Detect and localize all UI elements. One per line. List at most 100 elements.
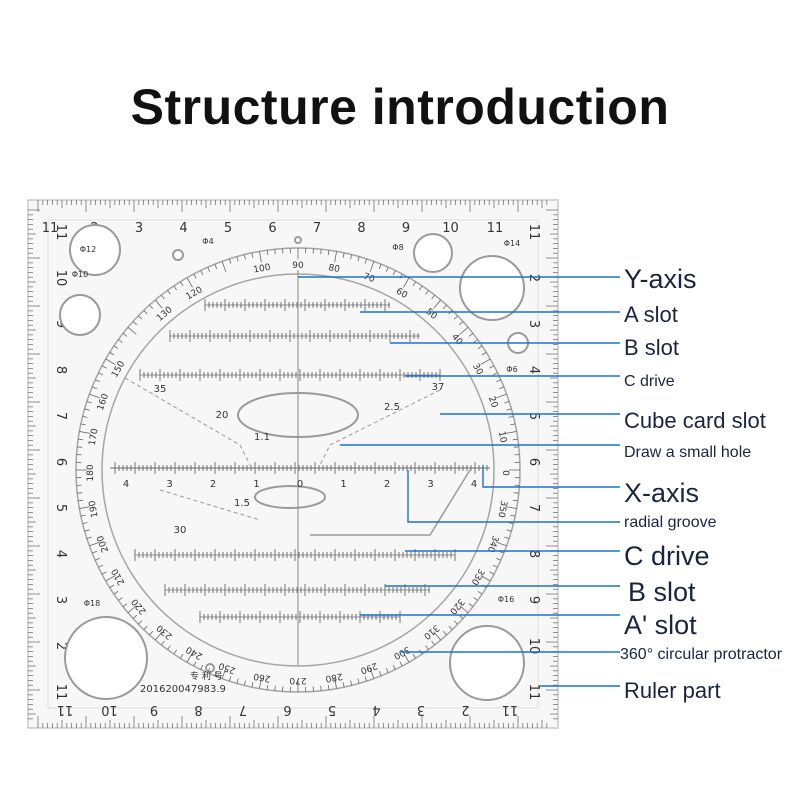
center-scale-number: 1 [340, 479, 346, 490]
hole-bottom-left-small [205, 663, 215, 673]
callout-radial-groove: radial groove [624, 514, 717, 531]
ruler-bottom-number: 10 [101, 702, 118, 717]
ruler-left-number: 3 [53, 596, 68, 604]
cube-card-slot-shape [237, 392, 359, 438]
hole-top-left-small [172, 249, 184, 261]
hole-top-right-medium [413, 233, 453, 273]
ruler-left-number: 9 [53, 320, 68, 328]
inner-mark-label: 1.1 [254, 432, 270, 443]
ruler-left-number: 11 [53, 224, 68, 241]
hole-size-label: Φ6 [506, 365, 517, 374]
ruler-left-number: 8 [53, 366, 68, 374]
protractor-number: 10 [496, 431, 508, 444]
protractor-number: 0 [500, 470, 510, 476]
hole-left-medium [59, 294, 101, 336]
hole-size-label: Φ8 [392, 243, 403, 252]
leader-radial-groove [407, 470, 620, 523]
center-scale-number: 0 [297, 479, 303, 490]
center-scale-number: 4 [471, 479, 477, 490]
hole-size-label: Φ4 [202, 237, 213, 246]
ruler-right-number: 7 [526, 504, 541, 512]
hole-bottom-left-large [64, 616, 148, 700]
hole-size-label: Φ10 [72, 270, 88, 279]
callout-b-slot-lower: B slot [628, 577, 696, 607]
protractor-number: 280 [324, 670, 343, 683]
protractor-number: 190 [88, 499, 101, 518]
ruler-plate-inner [47, 219, 539, 709]
ruler-bottom-number: 11 [502, 702, 519, 717]
ruler-top-number: 9 [402, 221, 410, 236]
inner-mark-label: 35 [154, 384, 167, 395]
slot-ticks [114, 299, 488, 623]
ruler-right-number: 5 [526, 412, 541, 420]
ruler-edge-ticks [28, 200, 558, 728]
center-scale-number: 3 [427, 479, 433, 490]
ruler-left-number: 10 [53, 270, 68, 287]
center-scale-number: 3 [166, 479, 172, 490]
protractor-number: 70 [362, 272, 376, 285]
callout-c-drive: C drive [624, 373, 675, 390]
ruler-top-number: 4 [179, 221, 187, 236]
callout-a-slot: A slot [624, 302, 678, 327]
radial-guide-right [319, 389, 441, 466]
ruler-right-number: 11 [526, 224, 541, 241]
ruler-top-number: 5 [224, 221, 232, 236]
inner-marks: 35 2 0 1.1 2.5 37 1.5 30 [154, 382, 445, 536]
ruler-bottom-number: 7 [239, 702, 247, 717]
small-hole-ellipse [254, 485, 326, 509]
ruler-bottom-number: 5 [328, 702, 336, 717]
inner-mark-label: 1.5 [234, 498, 250, 509]
ruler-bottom-number: 4 [372, 702, 380, 717]
hole-top-left-large [69, 224, 121, 276]
radial-guide-left [124, 377, 251, 466]
hole-bottom-right-large [449, 625, 525, 701]
radial-groove-shape [310, 469, 471, 536]
callout-a-prime-slot: A' slot [624, 610, 697, 640]
leader-x-axis [482, 465, 620, 488]
ruler-right-number: 4 [526, 366, 541, 374]
protractor-number: 350 [495, 500, 508, 519]
callout-y-axis: Y-axis [624, 264, 697, 294]
hole-size-label: Φ16 [498, 595, 514, 604]
ruler-edge-numbers: 1123456789101111109876543211111098765432… [42, 221, 541, 717]
ruler-bottom-number: 9 [150, 702, 158, 717]
patent-label: 专 利 号 [190, 670, 223, 682]
ruler-right-number: 3 [526, 320, 541, 328]
callout-cube-card-slot: Cube card slot [624, 408, 766, 433]
hole-size-label: Φ12 [80, 245, 96, 254]
inner-mark-label: 37 [432, 382, 445, 393]
protractor-number: 270 [289, 675, 306, 685]
inner-mark-label: 30 [174, 525, 187, 536]
ruler-left-number: 7 [53, 412, 68, 420]
hole-size-label: Φ18 [84, 599, 100, 608]
inner-mark-label: 2.5 [384, 402, 400, 413]
center-scale-number: 2 [384, 479, 390, 490]
protractor-number: 80 [327, 263, 340, 275]
protractor-number: 20 [486, 395, 499, 409]
protractor-number: 90 [292, 261, 304, 271]
ruler-right-number: 10 [526, 638, 541, 655]
serial-number: 201620047983.9 [140, 684, 226, 695]
center-scale-number: 2 [210, 479, 216, 490]
ruler-bottom-number: 3 [417, 702, 425, 717]
ruler-right-number: 2 [526, 274, 541, 282]
ruler-top-number: 7 [313, 221, 321, 236]
protractor-number: 180 [86, 464, 96, 481]
ruler-top-number: 6 [268, 221, 276, 236]
ruler-top-number: 11 [42, 221, 59, 236]
ruler-right-number: 9 [526, 596, 541, 604]
ruler-right-number: 8 [526, 550, 541, 558]
ruler-top-number: 10 [442, 221, 459, 236]
callout-b-slot: B slot [624, 335, 680, 360]
ruler-top-number: 3 [135, 221, 143, 236]
hole-top-right-large [459, 255, 525, 321]
ruler-right-number: 11 [526, 684, 541, 701]
callout-lines [298, 276, 620, 687]
protractor-number: 260 [252, 670, 271, 683]
callout-protractor: 360° circular protractor [620, 646, 783, 663]
ruler-left-number: 11 [53, 684, 68, 701]
protractor-number: 100 [253, 263, 272, 276]
ruler-bottom-number: 6 [283, 702, 291, 717]
